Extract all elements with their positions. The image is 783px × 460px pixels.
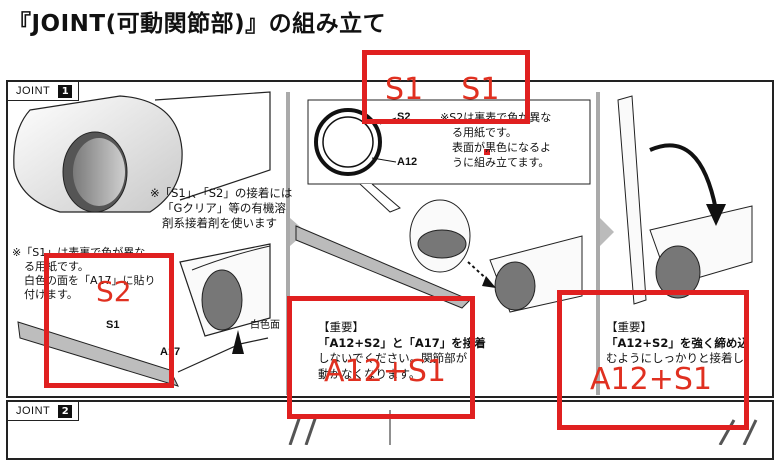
- note-line: ※「S1」、「S2」の接着には: [150, 186, 293, 200]
- adhesive-note: ※「S1」、「S2」の接着には 「Gクリア」等の有機溶 剤系接着剤を使います: [150, 186, 292, 231]
- note-line: しないでください。関節部が: [318, 351, 468, 365]
- annotation-label-top: S1 S1: [385, 72, 500, 107]
- annotation-box-s2: [44, 253, 174, 388]
- joint-1-panel: [6, 80, 774, 398]
- section-label: JOINT: [16, 85, 51, 97]
- annotation-box-top: [362, 50, 530, 124]
- note-line: うに組み立てます。: [452, 156, 550, 169]
- part-a17-illustration: [13, 91, 271, 213]
- joint-2-partial-illustration: [288, 410, 758, 445]
- section-tag-1: JOINT 1: [8, 82, 80, 101]
- section-number: 1: [58, 84, 73, 98]
- annotation-box-mid: [287, 296, 475, 419]
- note-line: 「A12+S2」と「A17」を接着: [318, 335, 486, 350]
- white-face-label: 白色面: [250, 320, 280, 331]
- inset-label-a12: A12: [397, 156, 418, 168]
- note-line: る用紙です。: [24, 260, 89, 273]
- important-note-step3: 【重要】 「A12+S2」を強く締め込 むようにしっかりと接着し: [606, 320, 749, 367]
- note-line: 表面が黒色になるよ: [452, 141, 551, 154]
- annotation-label-mid: A12+S1: [324, 354, 446, 389]
- note-line: 付けます。: [24, 288, 78, 301]
- note-line: 動かなくなります。: [318, 366, 421, 381]
- section-label: JOINT: [16, 405, 51, 417]
- section-tag-2: JOINT 2: [8, 402, 80, 421]
- annotation-label-right: A12+S1: [590, 362, 712, 397]
- illustration-layer: [13, 91, 758, 445]
- step2-assembly-illustration: [295, 199, 583, 313]
- note-line: る用紙です。: [452, 126, 517, 139]
- important-note-step2: 【重要】 「A12+S2」と「A17」を接着 しないでください。関節部が 動かな…: [318, 320, 486, 382]
- note-line: 剤系接着剤を使います: [162, 216, 277, 230]
- note-line: 【重要】: [606, 320, 652, 334]
- section-number: 2: [58, 404, 73, 418]
- page-title: 『JOINT(可動関節部)』の組み立て: [8, 11, 387, 37]
- step-divider-2: [596, 92, 614, 395]
- note-line: 「Gクリア」等の有機溶: [162, 201, 286, 215]
- note-line: 白色の面を「A17」に貼り: [24, 274, 156, 287]
- annotation-box-right: [557, 290, 749, 430]
- note-line: むようにしっかりと接着し: [606, 351, 744, 365]
- note-line: 【重要】: [318, 320, 364, 334]
- part-s1-illustration: [17, 243, 271, 387]
- inset-circle-diagram: [307, 99, 591, 213]
- annotation-label-s2: S2: [96, 275, 132, 308]
- note-line: 「A12+S2」を強く締め込: [606, 335, 749, 350]
- step3-assembly-illustration: [617, 95, 753, 305]
- part-s1-label: S1: [106, 319, 120, 331]
